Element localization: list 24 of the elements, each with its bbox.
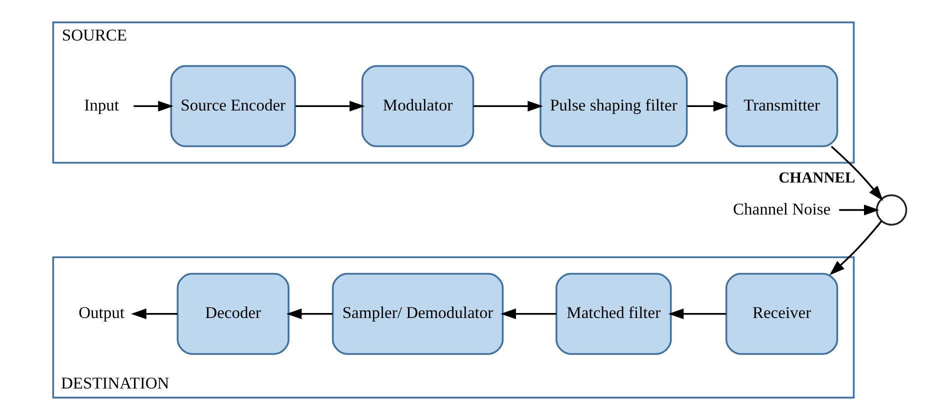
- node-box: Receiver: [724, 272, 838, 355]
- node-box: Decoder: [176, 272, 289, 355]
- arrow: [686, 100, 728, 112]
- node-box: Sampler/ Demodulator: [331, 272, 504, 355]
- arrow: [295, 100, 364, 112]
- arrow: [472, 100, 543, 112]
- node-text: Channel Noise: [732, 199, 830, 218]
- arrow: [830, 146, 883, 201]
- arrow: [130, 308, 177, 320]
- arrow: [133, 100, 173, 112]
- arrow: [828, 220, 882, 276]
- node-box: Pulse shaping filter: [539, 65, 688, 148]
- node-box: Transmitter: [724, 65, 838, 148]
- edge-label: CHANNEL: [778, 170, 855, 187]
- node-text: Input: [84, 96, 118, 115]
- arrow: [500, 308, 556, 320]
- arrow: [286, 308, 332, 320]
- arrow: [838, 204, 879, 216]
- node-box: Source Encoder: [170, 65, 296, 148]
- node-box: Matched filter: [555, 272, 672, 355]
- node-circle: [875, 194, 907, 226]
- node-text: Output: [78, 303, 124, 322]
- arrow: [668, 308, 726, 320]
- node-box: Modulator: [360, 65, 474, 148]
